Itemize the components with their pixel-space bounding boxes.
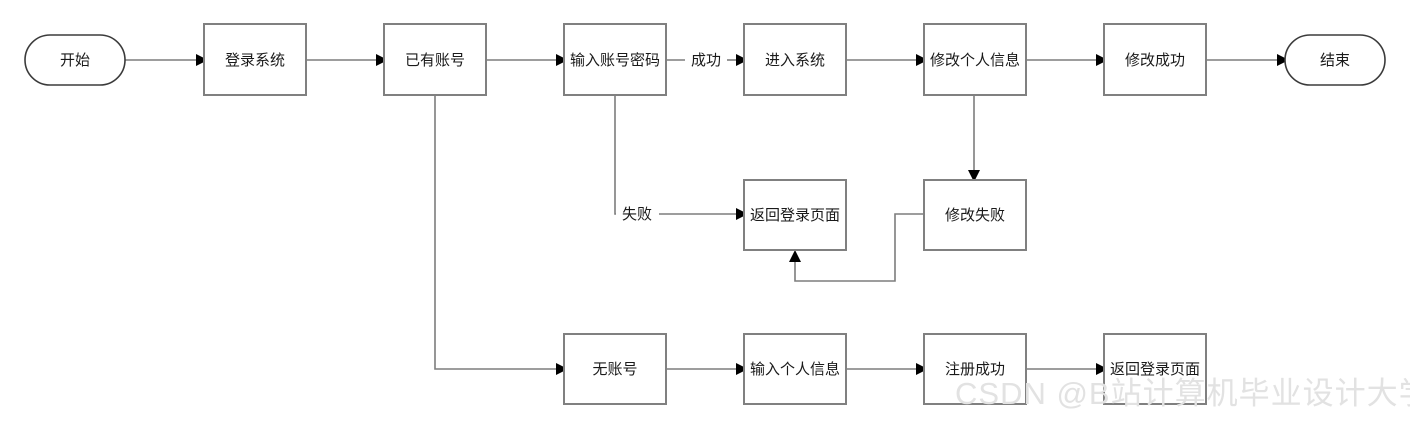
node-edit-profile-label: 修改个人信息 xyxy=(930,52,1020,69)
edge-enter-creds-to-enter-system: 成功 xyxy=(666,52,748,69)
node-no-account[interactable]: 无账号 xyxy=(563,333,667,405)
node-has-account-shape[interactable] xyxy=(383,23,487,96)
edge-no-account-to-enter-info xyxy=(666,363,748,375)
node-enter-system-shape[interactable] xyxy=(743,23,847,96)
node-edit-success-label: 修改成功 xyxy=(1125,52,1185,69)
nodes-layer: 开始 登录系统 已有账号 输入账号密码 进入系统 xyxy=(24,23,1386,405)
node-edit-fail[interactable]: 修改失败 xyxy=(923,179,1027,251)
node-end-shape[interactable] xyxy=(1284,34,1386,86)
edge-edit-fail-to-back-login-page xyxy=(789,213,924,282)
edge-start-to-login-system xyxy=(125,54,208,66)
node-register-success-label: 注册成功 xyxy=(945,361,1005,378)
node-edit-profile[interactable]: 修改个人信息 xyxy=(923,23,1027,96)
node-has-account-label: 已有账号 xyxy=(405,52,465,69)
node-no-account-shape[interactable] xyxy=(563,333,667,405)
edge-label-failure: 失败 xyxy=(622,206,652,223)
node-enter-credentials-label: 输入账号密码 xyxy=(570,52,660,69)
node-back-login-page-middle-shape[interactable] xyxy=(743,179,847,251)
node-start-label: 开始 xyxy=(60,52,90,69)
node-edit-fail-shape[interactable] xyxy=(923,179,1027,251)
node-login-system[interactable]: 登录系统 xyxy=(203,23,307,96)
node-enter-system[interactable]: 进入系统 xyxy=(743,23,847,96)
edge-edit-success-to-end xyxy=(1206,54,1289,66)
edge-has-account-to-no-account xyxy=(434,95,568,375)
node-login-system-shape[interactable] xyxy=(203,23,307,96)
node-back-login-page-bottom[interactable]: 返回登录页面 xyxy=(1103,333,1207,405)
node-enter-personal-info[interactable]: 输入个人信息 xyxy=(743,333,847,405)
node-login-system-label: 登录系统 xyxy=(225,52,285,69)
edge-edit-profile-to-edit-fail xyxy=(968,95,980,182)
node-enter-system-label: 进入系统 xyxy=(765,52,825,69)
node-enter-personal-info-shape[interactable] xyxy=(743,333,847,405)
edge-enter-info-to-reg-success xyxy=(846,363,928,375)
node-back-login-page-middle[interactable]: 返回登录页面 xyxy=(743,179,847,251)
node-register-success-shape[interactable] xyxy=(923,333,1027,405)
edge-reg-success-to-back-login-page xyxy=(1026,363,1108,375)
node-back-login-page-bottom-shape[interactable] xyxy=(1103,333,1207,405)
node-edit-success-shape[interactable] xyxy=(1103,23,1207,96)
node-edit-success[interactable]: 修改成功 xyxy=(1103,23,1207,96)
edge-has-account-to-enter-creds xyxy=(486,54,568,66)
node-enter-credentials[interactable]: 输入账号密码 xyxy=(563,23,667,96)
edge-enter-system-to-edit-profile xyxy=(846,54,928,66)
node-end[interactable]: 结束 xyxy=(1284,34,1386,86)
node-register-success[interactable]: 注册成功 xyxy=(923,333,1027,405)
edges-layer: 成功 失败 xyxy=(125,52,1289,375)
node-end-label: 结束 xyxy=(1320,52,1350,69)
node-has-account[interactable]: 已有账号 xyxy=(383,23,487,96)
edge-edit-profile-to-edit-success xyxy=(1026,54,1108,66)
edge-login-system-to-has-account xyxy=(306,54,388,66)
node-enter-credentials-shape[interactable] xyxy=(563,23,667,96)
node-enter-personal-info-label: 输入个人信息 xyxy=(750,361,840,378)
edge-label-success: 成功 xyxy=(691,52,721,69)
node-start[interactable]: 开始 xyxy=(24,34,126,86)
edge-enter-creds-to-back-login-page: 失败 xyxy=(614,95,748,223)
node-back-login-page-middle-label: 返回登录页面 xyxy=(750,207,840,224)
node-no-account-label: 无账号 xyxy=(592,361,637,378)
node-edit-fail-label: 修改失败 xyxy=(945,207,1005,224)
node-start-shape[interactable] xyxy=(24,34,126,86)
node-edit-profile-shape[interactable] xyxy=(923,23,1027,96)
node-back-login-page-bottom-label: 返回登录页面 xyxy=(1110,361,1200,378)
